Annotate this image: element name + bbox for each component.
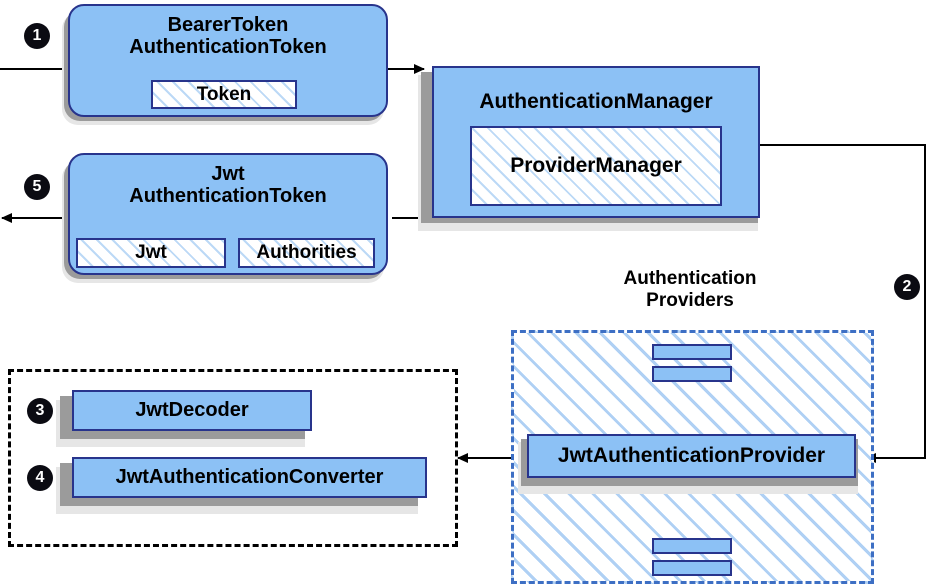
provider-stub-lower-bar-2 <box>652 560 732 576</box>
jwt-authentication-converter-node[interactable]: JwtAuthenticationConverter <box>72 457 427 498</box>
jwt-authentication-provider-node[interactable]: JwtAuthenticationProvider <box>527 434 856 478</box>
provider-stub-lower-bar-1 <box>652 538 732 554</box>
providers-caption-line2: Providers <box>646 289 734 311</box>
authentication-providers-caption: Authentication Providers <box>560 268 820 312</box>
provider-manager-inner-box: ProviderManager <box>470 126 722 206</box>
jwt-decoder-label: JwtDecoder <box>135 399 249 422</box>
step-marker-2-label: 2 <box>902 278 912 295</box>
jwt-token-line1: Jwt <box>211 163 245 185</box>
jwt-authentication-converter-label: JwtAuthenticationConverter <box>115 466 384 489</box>
bearer-token-line2: AuthenticationToken <box>129 36 327 59</box>
bearer-token-inner-token-box: Token <box>151 80 297 109</box>
authentication-manager-title: AuthenticationManager <box>479 90 713 113</box>
step-marker-4: 4 <box>28 466 52 490</box>
jwt-token-inner-authorities-label: Authorities <box>256 242 357 263</box>
step-marker-5-label: 5 <box>32 178 42 195</box>
jwt-token-line2: AuthenticationToken <box>129 185 327 208</box>
step-marker-5: 5 <box>25 175 49 199</box>
step-marker-4-label: 4 <box>35 469 45 486</box>
bearer-token-line1: BearerToken <box>167 14 289 36</box>
provider-stub-upper-bar-1 <box>652 344 732 360</box>
jwt-decoder-node[interactable]: JwtDecoder <box>72 390 312 431</box>
step-marker-3-label: 3 <box>35 402 45 419</box>
step-marker-1: 1 <box>25 24 49 48</box>
jwt-token-inner-jwt-box: Jwt <box>76 238 226 268</box>
bearer-token-inner-token-label: Token <box>196 83 252 105</box>
step-marker-3: 3 <box>28 399 52 423</box>
jwt-token-inner-authorities-box: Authorities <box>238 238 375 268</box>
jwt-token-inner-jwt-label: Jwt <box>135 242 167 263</box>
provider-stub-upper-bar-2 <box>652 366 732 382</box>
step-marker-2: 2 <box>895 275 919 299</box>
provider-manager-label: ProviderManager <box>510 154 682 177</box>
providers-caption-line1: Authentication <box>623 268 757 289</box>
step-marker-1-label: 1 <box>32 27 42 44</box>
jwt-support-region <box>8 369 458 547</box>
jwt-authentication-provider-label: JwtAuthenticationProvider <box>557 444 826 468</box>
